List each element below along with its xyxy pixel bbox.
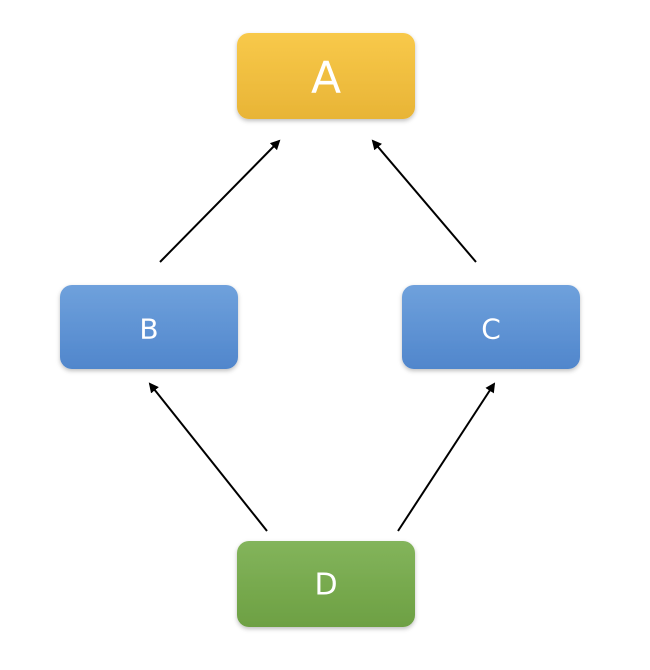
node-c-label: C: [481, 313, 501, 346]
node-c[interactable]: C: [402, 285, 580, 369]
node-a-label: A: [311, 53, 341, 104]
node-d-label: D: [314, 568, 337, 603]
edges: [148, 139, 496, 532]
node-b[interactable]: B: [60, 285, 238, 369]
node-b-box: [60, 285, 238, 369]
edge-c-to-a: [371, 139, 477, 263]
node-b-label: B: [139, 313, 158, 346]
node-a-box: [237, 33, 415, 119]
node-a[interactable]: A: [237, 33, 415, 119]
node-d-box: [237, 541, 415, 627]
node-c-box: [402, 285, 580, 369]
edge-b-to-a: [159, 139, 281, 263]
node-d[interactable]: D: [237, 541, 415, 627]
edge-d-to-b: [148, 382, 268, 532]
edge-d-to-c: [397, 382, 496, 532]
